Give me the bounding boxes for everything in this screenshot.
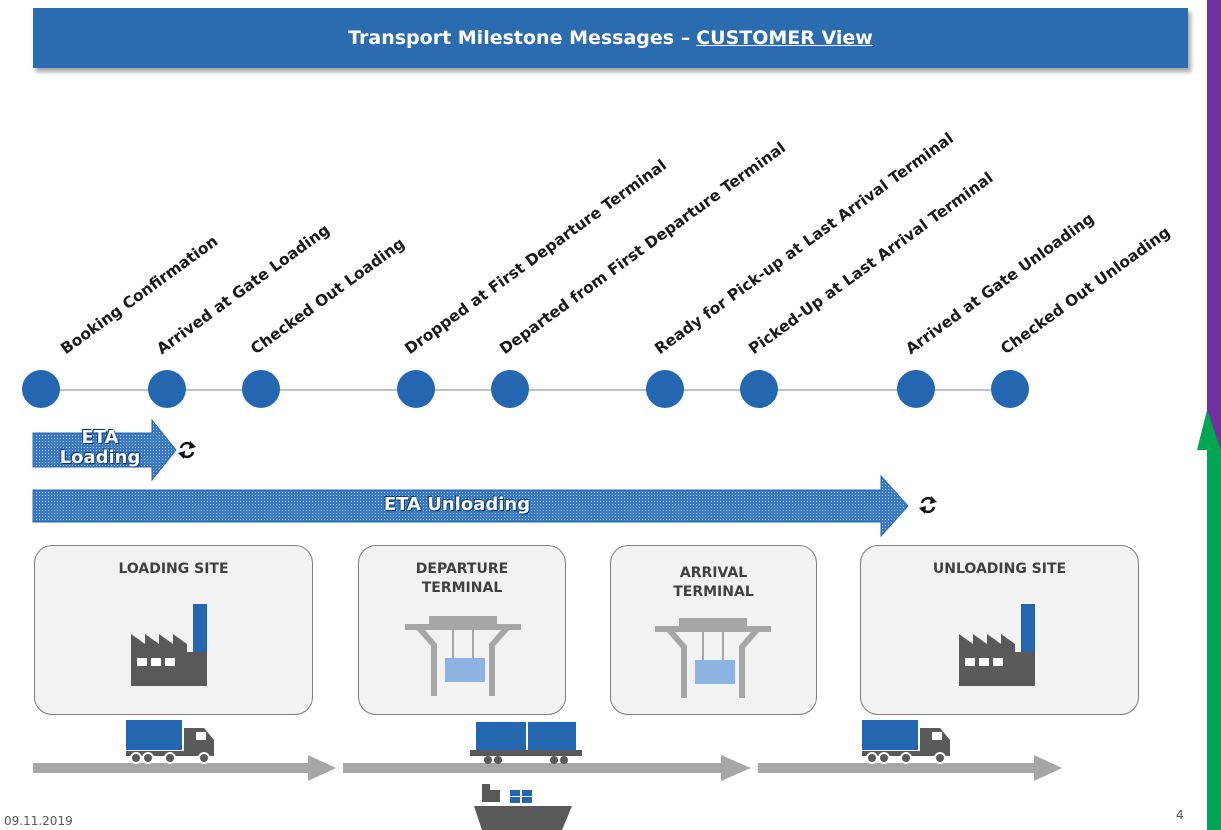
site-title: ARRIVAL TERMINAL xyxy=(673,565,754,600)
site-box-departure-terminal: DEPARTURE TERMINAL xyxy=(358,545,566,715)
site-box-loading: LOADING SITE xyxy=(34,545,313,715)
milestone-dot-checked-out-loading xyxy=(242,370,280,408)
eta-unloading-arrow xyxy=(32,474,909,538)
site-box-arrival-terminal: ARRIVAL TERMINAL xyxy=(610,545,817,715)
title-bar: Transport Milestone Messages – CUSTOMER … xyxy=(33,8,1188,68)
eta-unloading-label: ETA Unloading xyxy=(383,494,531,515)
title-view: CUSTOMER View xyxy=(696,27,873,49)
milestone-dot-picked-up-arrival xyxy=(740,370,778,408)
ship-icon xyxy=(474,784,572,830)
milestone-dot-departed-first-departure xyxy=(491,370,529,408)
factory-icon xyxy=(131,604,207,686)
site-title: UNLOADING SITE xyxy=(932,561,1067,577)
transport-arrow xyxy=(758,755,1062,781)
site-title: LOADING SITE xyxy=(118,561,229,577)
factory-icon xyxy=(959,604,1035,686)
eta-loading-label: ETA Loading xyxy=(59,427,141,468)
refresh-icon xyxy=(178,441,196,459)
truck-icon xyxy=(862,720,950,764)
milestone-dot-arrived-gate-loading xyxy=(148,370,186,408)
title-prefix: Transport Milestone Messages – xyxy=(348,27,691,49)
site-title: DEPARTURE TERMINAL xyxy=(415,561,509,596)
transport-arrow xyxy=(343,755,751,781)
site-box-unloading: UNLOADING SITE xyxy=(860,545,1139,715)
milestone-dot-checked-out-unloading xyxy=(991,370,1029,408)
gantry-crane-icon xyxy=(655,618,771,698)
train-wagon-icon xyxy=(470,722,582,764)
edge-decoration-diagonal xyxy=(1197,410,1221,450)
milestone-dot-ready-pickup-arrival xyxy=(646,370,684,408)
edge-decoration-purple xyxy=(1207,0,1221,430)
footer-date: 09.11.2019 xyxy=(4,814,73,828)
transport-arrow xyxy=(33,755,336,781)
milestone-dot-arrived-gate-unloading xyxy=(897,370,935,408)
gantry-crane-icon xyxy=(405,616,521,696)
milestone-dot-booking-confirmation xyxy=(22,370,60,408)
milestone-dot-dropped-first-departure xyxy=(397,370,435,408)
eta-loading-arrow xyxy=(32,418,177,482)
truck-icon xyxy=(126,720,214,764)
refresh-icon xyxy=(919,496,937,514)
edge-decoration-green xyxy=(1207,430,1221,830)
page-number: 4 xyxy=(1176,808,1184,822)
